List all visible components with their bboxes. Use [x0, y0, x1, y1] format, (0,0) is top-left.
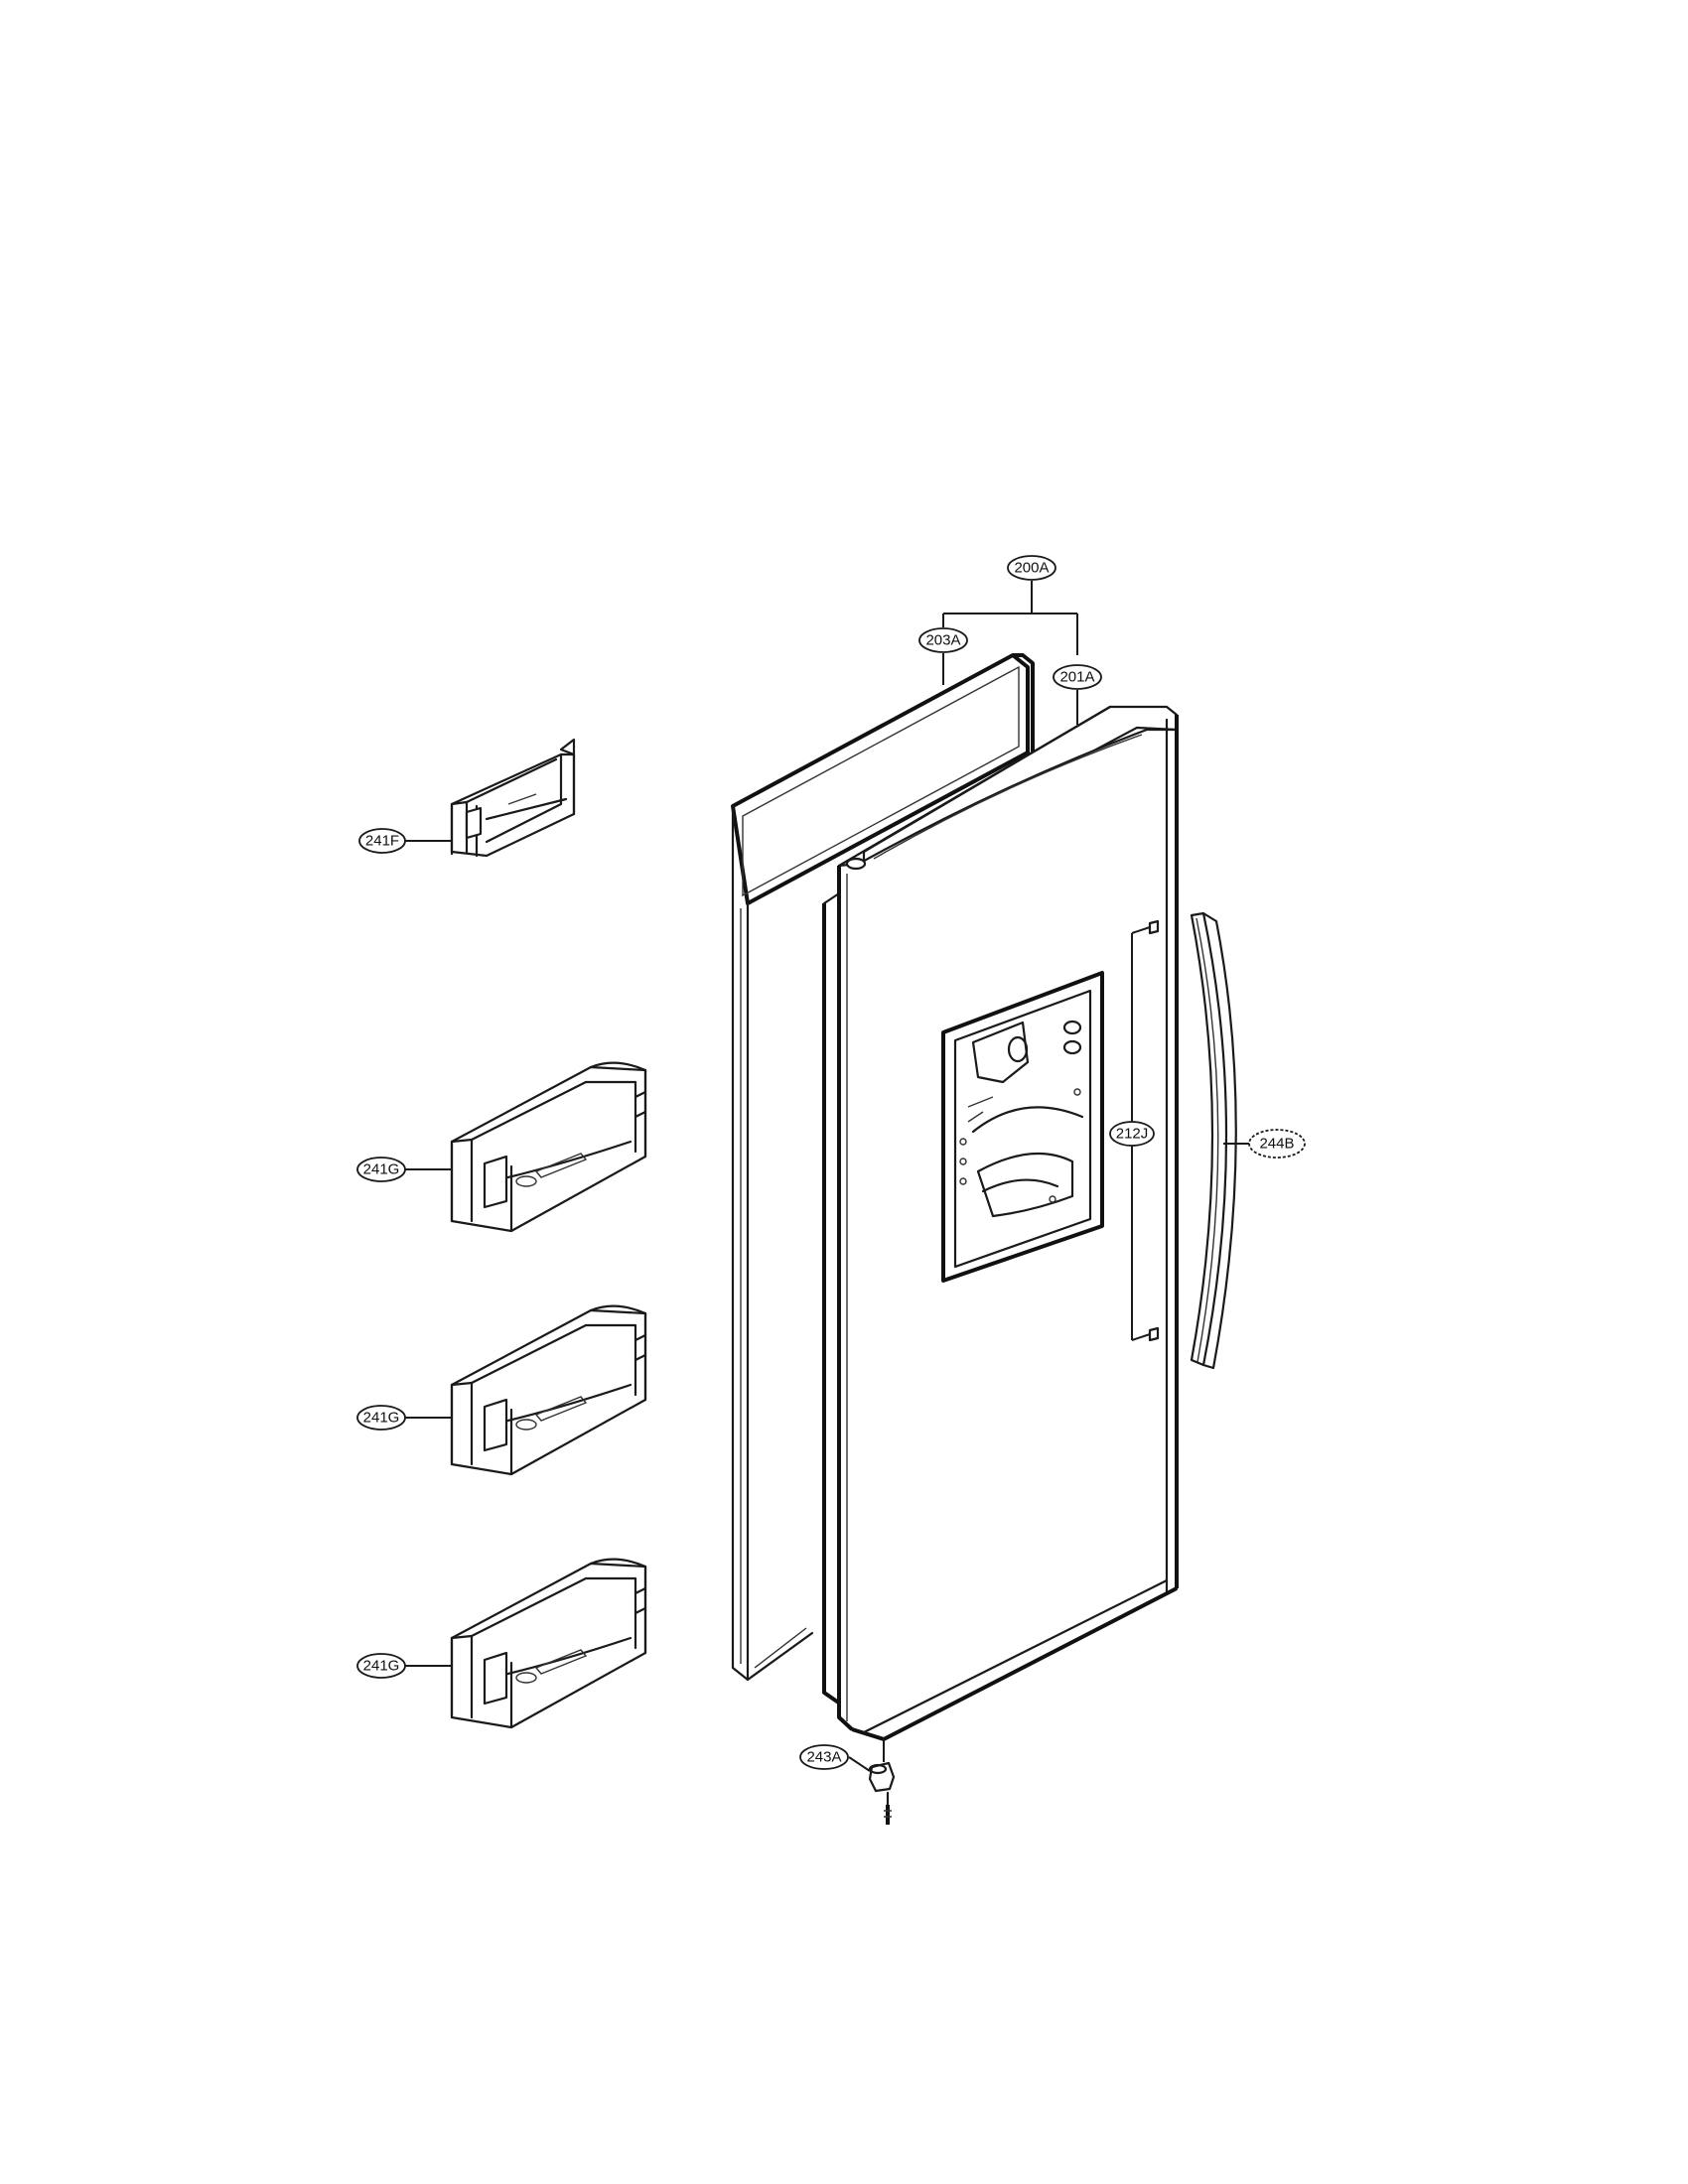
- callout-label: 241F: [365, 833, 399, 850]
- dispenser-recess: [941, 971, 1104, 1283]
- door-basket-2: [450, 1304, 647, 1476]
- door-basket-1: [450, 1061, 647, 1233]
- callout-203a: 203A: [918, 627, 968, 653]
- callout-241g-1: 241G: [356, 1157, 406, 1182]
- callout-label: 241G: [363, 1410, 400, 1427]
- screw-icon: [884, 1791, 892, 1825]
- callout-label: 243A: [806, 1749, 841, 1766]
- callout-label: 200A: [1014, 560, 1049, 577]
- callout-241g-2: 241G: [356, 1405, 406, 1431]
- hinge-icon: [868, 1739, 896, 1793]
- callout-241g-3: 241G: [356, 1653, 406, 1679]
- callout-201a: 201A: [1053, 664, 1102, 690]
- door-gasket: [731, 653, 1035, 1682]
- door-handle: [1190, 911, 1237, 1370]
- callout-244b: 244B: [1248, 1129, 1306, 1159]
- door-basket-3: [450, 1558, 647, 1729]
- callout-200a: 200A: [1007, 555, 1056, 581]
- callout-212j: 212J: [1109, 1121, 1155, 1147]
- callout-label: 241G: [363, 1658, 400, 1675]
- callout-243a: 243A: [799, 1744, 849, 1770]
- callout-241f: 241F: [358, 828, 406, 854]
- callout-label: 241G: [363, 1161, 400, 1178]
- callout-label: 203A: [925, 632, 960, 649]
- callout-label: 201A: [1059, 669, 1094, 686]
- door-panel: [837, 705, 1179, 1741]
- callout-label: 244B: [1259, 1136, 1294, 1153]
- leader-lines: [405, 581, 1249, 1772]
- small-door-basket: [450, 738, 576, 858]
- callout-label: 212J: [1116, 1126, 1149, 1143]
